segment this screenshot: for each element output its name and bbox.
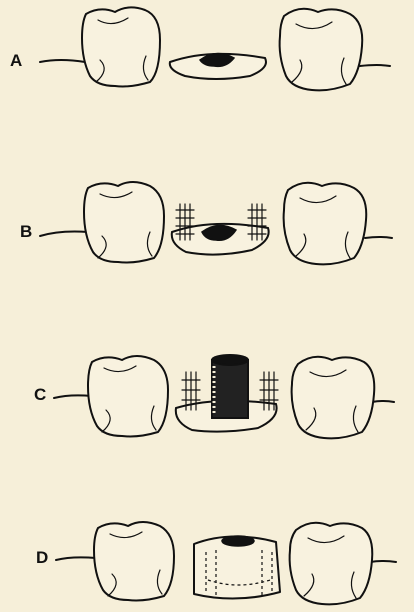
right-tooth-c — [292, 357, 375, 439]
panel-d — [56, 522, 396, 604]
left-tooth-c — [88, 356, 168, 437]
gum-line-a-right — [360, 65, 390, 66]
panel-c — [54, 355, 394, 438]
right-tooth-a — [280, 9, 363, 91]
right-tooth-b — [284, 183, 367, 265]
left-tooth-a — [82, 7, 160, 86]
panel-b — [40, 182, 392, 264]
left-tooth-d — [94, 522, 174, 601]
implant-post-c — [212, 355, 248, 418]
gum-line-a-left — [40, 60, 85, 62]
panel-a — [40, 7, 390, 90]
right-tooth-d — [290, 523, 373, 605]
implant-top-d — [222, 536, 254, 546]
left-tooth-b — [84, 182, 164, 263]
